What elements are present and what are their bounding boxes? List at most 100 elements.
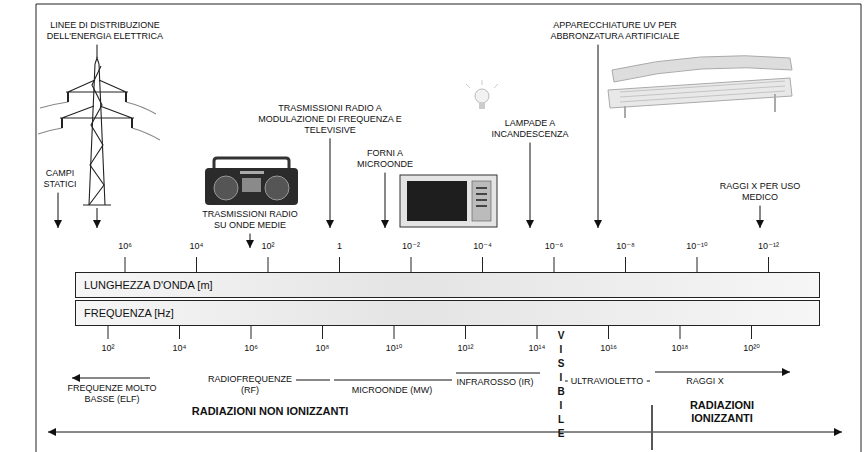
label-slot: 10⁻⁶	[545, 241, 563, 252]
pylon-lattice	[89, 66, 104, 205]
label-slot: LAMPADE A INCANDESCENZA	[487, 118, 573, 140]
label-slot: 10⁸	[316, 343, 330, 354]
scale-band: FREQUENZA [Hz]	[75, 300, 820, 326]
band-name: RAGGI X	[686, 376, 724, 387]
tick-mark	[339, 257, 340, 272]
label-slot: RAGGI X	[686, 376, 724, 387]
elf-arrow	[72, 378, 150, 379]
tick-mark	[537, 326, 538, 339]
wavelength-value: 10⁻⁴	[473, 241, 492, 252]
label-slot: RAGGI X PER USO MEDICO	[715, 181, 805, 203]
label-slot: 10²	[261, 241, 274, 252]
leader-arrow	[385, 173, 386, 228]
source-label: RAGGI X PER USO MEDICO	[715, 181, 805, 203]
tick-mark	[179, 326, 180, 339]
radio-buttons	[240, 171, 264, 174]
pylon-legs	[83, 58, 111, 205]
pylon-insulators	[62, 92, 132, 128]
microwave-oven	[400, 175, 497, 227]
frame	[36, 4, 861, 452]
label-slot: 10⁴	[173, 343, 187, 354]
frequency-value: 10²⁰	[743, 343, 760, 354]
tick-mark	[322, 326, 323, 339]
frequency-value: 10¹⁸	[672, 343, 689, 354]
leader-arrow	[760, 206, 761, 228]
label-slot: ULTRAVIOLETTO	[568, 376, 647, 387]
radiation-class: RADIAZIONI NON IONIZZANTI	[192, 405, 348, 418]
frequency-value: 10¹⁰	[386, 343, 403, 354]
frequency-value: 10¹⁶	[600, 343, 617, 354]
tick-mark	[268, 257, 269, 272]
band-label: LUNGHEZZA D'ONDA [m]	[84, 279, 213, 291]
scale-band: LUNGHEZZA D'ONDA [m]	[75, 272, 820, 298]
oven-buttons	[476, 188, 487, 206]
frequency-value: 10⁶	[244, 343, 258, 354]
band-name: FREQUENZE MOLTO BASSE (ELF)	[65, 383, 159, 405]
wavelength-value: 1	[337, 241, 342, 252]
lamp-rays	[466, 80, 498, 88]
band-name: ULTRAVIOLETTO	[568, 376, 647, 387]
leader-arrow	[598, 45, 599, 228]
label-slot: RADIOFREQUENZE (RF)	[204, 374, 296, 396]
wavelength-value: 10⁴	[190, 241, 204, 252]
label-slot: 10⁶	[244, 343, 258, 354]
leader-arrow	[97, 45, 98, 58]
bed-base	[608, 78, 792, 108]
radiation-class: RADIAZIONI IONIZZANTI	[682, 399, 762, 425]
label-slot: 10¹⁴	[529, 343, 546, 354]
tick-mark	[394, 326, 395, 339]
leader-arrow	[330, 138, 331, 228]
band-name: INFRAROSSO (IR)	[450, 377, 540, 388]
incandescent-lamp	[466, 80, 498, 109]
frequency-value: 10⁴	[173, 343, 187, 354]
label-slot: RADIAZIONI NON IONIZZANTI	[192, 405, 348, 418]
pylon-arms	[60, 80, 134, 118]
label-slot: 10¹⁶	[600, 343, 617, 354]
tick-mark	[411, 257, 412, 272]
lamp-bulb	[475, 89, 489, 103]
leader-arrow	[58, 193, 59, 228]
band-name: MICROONDE (MW)	[347, 385, 437, 396]
radio-speaker	[214, 176, 238, 200]
tanning-bed	[608, 56, 792, 118]
tick-mark	[697, 257, 698, 272]
frequency-value: 10²	[101, 343, 114, 354]
label-slot: 10¹⁰	[386, 343, 403, 354]
label-slot: TRASMISSIONI RADIO SU ONDE MEDIE	[198, 209, 302, 231]
frequency-value: 10¹⁴	[529, 343, 546, 354]
band-lines	[48, 372, 842, 450]
wavelength-value: 10⁶	[118, 241, 132, 252]
wavelength-value: 10²	[261, 241, 274, 252]
label-slot: 1	[337, 241, 342, 252]
radio-speaker	[265, 176, 289, 200]
label-slot: INFRAROSSO (IR)	[450, 377, 540, 388]
label-slot: 10⁻¹⁰	[686, 241, 707, 252]
radio-cassette-door	[242, 178, 261, 192]
leader-arrows	[58, 45, 760, 248]
oven-window	[407, 181, 467, 221]
leader-arrow	[530, 143, 531, 228]
tick-mark	[554, 257, 555, 272]
wavelength-value: 10⁻¹⁰	[686, 241, 707, 252]
pylon-wires	[38, 102, 160, 140]
wavelength-value: 10⁻²	[402, 241, 420, 252]
frequency-ticks	[108, 326, 752, 339]
oven-panel	[472, 181, 491, 221]
frequency-value: 10¹²	[457, 343, 473, 354]
label-slot: 10²⁰	[743, 343, 760, 354]
label-slot: 10⁻⁸	[616, 241, 635, 252]
label-slot: 10¹²	[457, 343, 473, 354]
tick-mark	[196, 257, 197, 272]
label-slot: FREQUENZE MOLTO BASSE (ELF)	[65, 383, 159, 405]
band-label: FREQUENZA [Hz]	[84, 307, 174, 319]
tick-mark	[251, 326, 252, 339]
label-slot: MICROONDE (MW)	[347, 385, 437, 396]
frequency-value: 10⁸	[316, 343, 330, 354]
tick-mark	[751, 326, 752, 339]
bed-legs	[625, 94, 775, 118]
label-slot: 10⁴	[190, 241, 204, 252]
label-slot: 10²	[101, 343, 114, 354]
label-slot: CAMPI STATICI	[38, 168, 82, 190]
xray-arrow	[655, 372, 790, 373]
